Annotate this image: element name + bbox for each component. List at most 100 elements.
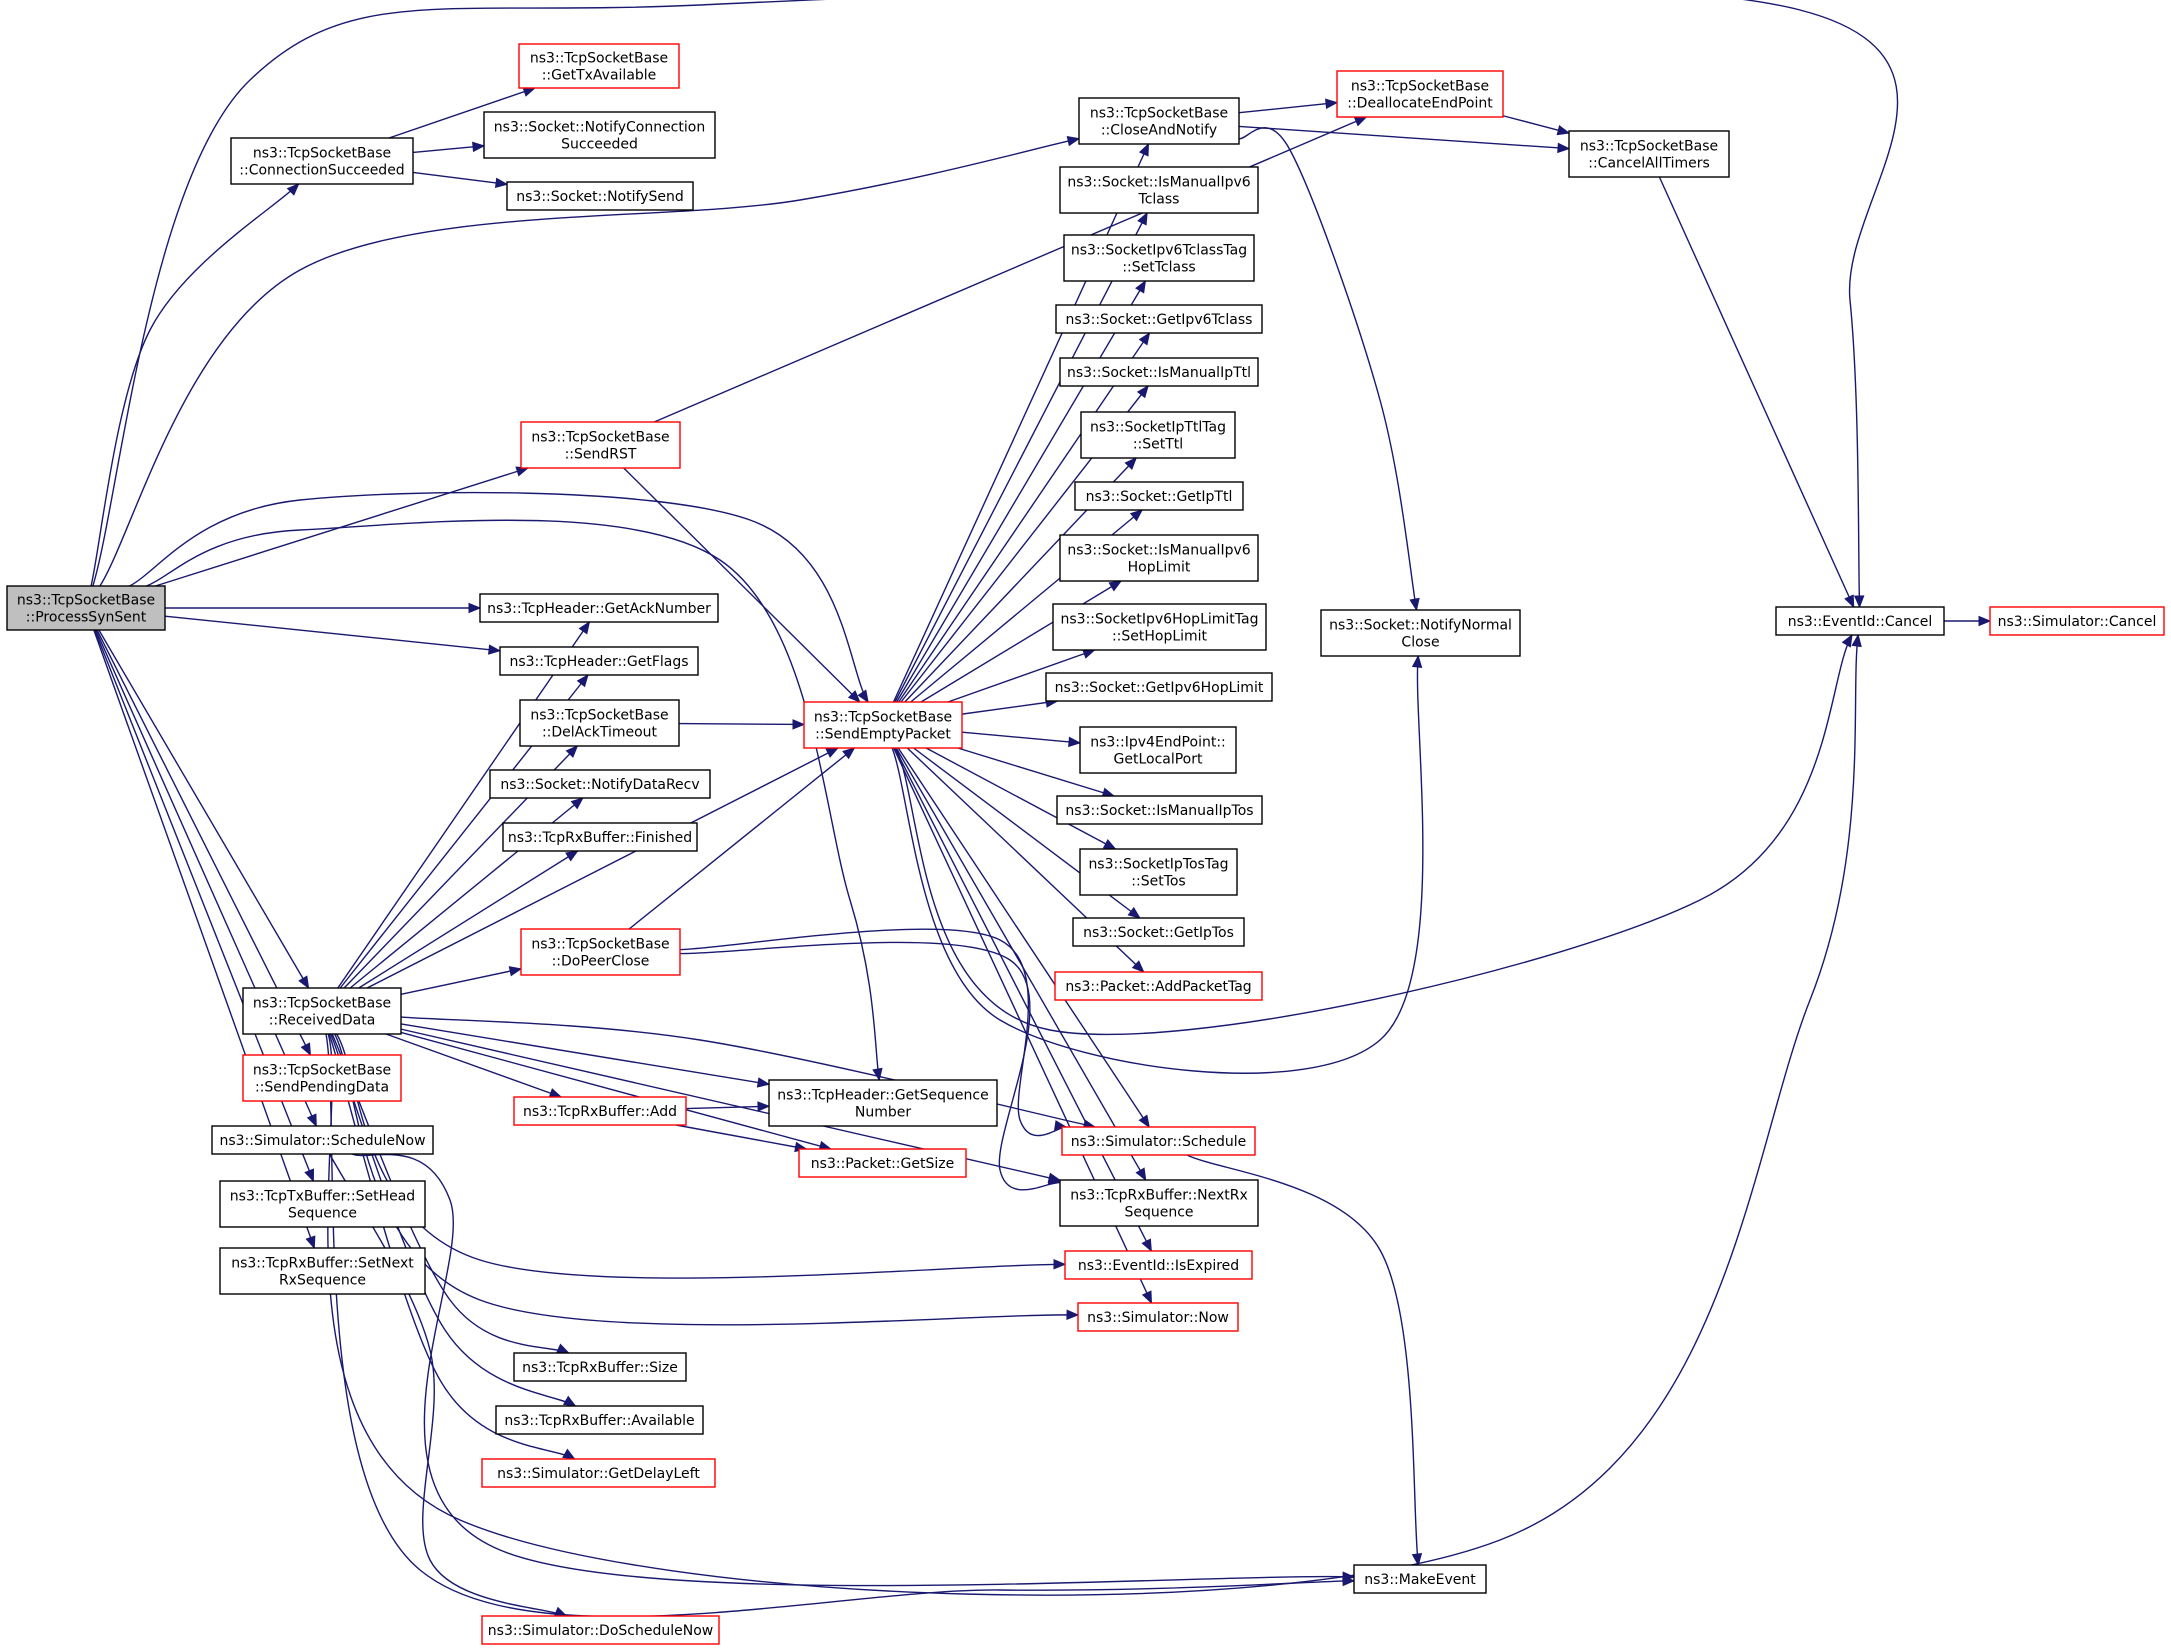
arrowhead-icon	[1068, 736, 1082, 748]
node-get-ip-tos[interactable]: ns3::Socket::GetIpTos	[1072, 917, 1245, 947]
arrowhead-icon	[1556, 125, 1571, 136]
arrowhead-icon	[825, 747, 840, 758]
node-del-ack-timeout[interactable]: ns3::TcpSocketBase::DelAckTimeout	[519, 699, 680, 747]
node-box	[506, 181, 694, 211]
arrowhead-icon	[847, 690, 861, 703]
node-box	[1074, 481, 1244, 511]
node-connection-succeeded[interactable]: ns3::TcpSocketBase::ConnectionSucceeded	[230, 137, 414, 185]
node-sim-now[interactable]: ns3::Simulator::Now	[1077, 1302, 1239, 1332]
node-box	[495, 1405, 704, 1435]
node-box	[1079, 726, 1237, 774]
node-label-line: ns3::TcpSocketBase	[531, 430, 669, 446]
node-event-id-cancel[interactable]: ns3::EventId::Cancel	[1775, 606, 1945, 636]
node-do-peer-close[interactable]: ns3::TcpSocketBase::DoPeerClose	[520, 928, 681, 976]
node-add-packet-tag[interactable]: ns3::Packet::AddPacketTag	[1054, 971, 1263, 1001]
node-is-expired[interactable]: ns3::EventId::IsExpired	[1064, 1250, 1253, 1280]
node-label-line: ns3::TcpRxBuffer::SetNext	[231, 1256, 414, 1272]
node-received-data[interactable]: ns3::TcpSocketBase::ReceivedData	[242, 987, 402, 1035]
node-label-line: HopLimit	[1128, 560, 1191, 576]
node-notify-send[interactable]: ns3::Socket::NotifySend	[506, 181, 694, 211]
node-send-rst[interactable]: ns3::TcpSocketBase::SendRST	[520, 421, 681, 469]
node-label-line: ns3::Simulator::DoScheduleNow	[488, 1623, 713, 1639]
node-do-schedule-now[interactable]: ns3::Simulator::DoScheduleNow	[481, 1615, 720, 1645]
node-box	[1063, 234, 1255, 282]
node-sim-schedule[interactable]: ns3::Simulator::Schedule	[1061, 1126, 1256, 1156]
node-label-line: ns3::Socket::IsManualIpTtl	[1067, 365, 1251, 381]
arrowhead-icon	[1066, 135, 1081, 147]
node-notify-data-recv[interactable]: ns3::Socket::NotifyDataRecv	[489, 769, 711, 799]
node-label-line: ns3::TcpSocketBase	[530, 51, 668, 67]
node-packet-get-size[interactable]: ns3::Packet::GetSize	[798, 1148, 967, 1178]
edge-received-data-to-rx-finished	[358, 850, 579, 989]
node-is-manual-ip-tos[interactable]: ns3::Socket::IsManualIpTos	[1056, 795, 1263, 825]
edge-process-syn-sent-to-received-data	[98, 629, 310, 989]
node-box	[1059, 166, 1259, 214]
node-box	[1059, 357, 1259, 387]
node-label-line: RxSequence	[279, 1273, 366, 1289]
node-rx-available[interactable]: ns3::TcpRxBuffer::Available	[495, 1405, 704, 1435]
node-get-ip-ttl[interactable]: ns3::Socket::GetIpTtl	[1074, 481, 1244, 511]
node-box	[1077, 1302, 1239, 1332]
arrowhead-icon	[565, 745, 579, 758]
node-label-line: ns3::Packet::GetSize	[811, 1156, 954, 1172]
node-schedule-now[interactable]: ns3::Simulator::ScheduleNow	[211, 1125, 434, 1155]
edge-received-data-to-packet-get-size	[400, 1031, 832, 1150]
node-get-flags[interactable]: ns3::TcpHeader::GetFlags	[499, 646, 699, 676]
node-box	[242, 987, 402, 1035]
arrowhead-icon	[1136, 384, 1149, 399]
edge-process-syn-sent-to-get-sequence-number	[146, 519, 880, 1081]
node-sim-cancel[interactable]: ns3::Simulator::Cancel	[1989, 606, 2165, 636]
node-set-tclass[interactable]: ns3::SocketIpv6TclassTag::SetTclass	[1063, 234, 1255, 282]
node-label-line: Number	[855, 1105, 911, 1121]
node-send-empty-packet[interactable]: ns3::TcpSocketBase::SendEmptyPacket	[803, 701, 963, 749]
node-label-line: ns3::Socket::GetIpTtl	[1086, 489, 1233, 505]
node-get-tx-available[interactable]: ns3::TcpSocketBase::GetTxAvailable	[518, 43, 680, 89]
node-label-line: ::SendEmptyPacket	[815, 727, 951, 743]
node-deallocate-end-point[interactable]: ns3::TcpSocketBase::DeallocateEndPoint	[1336, 70, 1504, 118]
node-set-tos[interactable]: ns3::SocketIpTosTag::SetTos	[1079, 848, 1238, 896]
arrowhead-icon	[1978, 615, 1992, 627]
node-get-ack-number[interactable]: ns3::TcpHeader::GetAckNumber	[479, 593, 719, 623]
node-is-manual-ip-ttl[interactable]: ns3::Socket::IsManualIpTtl	[1059, 357, 1259, 387]
node-label-line: ns3::TcpRxBuffer::NextRx	[1070, 1188, 1248, 1204]
node-close-and-notify[interactable]: ns3::TcpSocketBase::CloseAndNotify	[1078, 97, 1240, 145]
edge-send-empty-packet-to-next-rx-sequence	[895, 747, 1147, 1181]
node-make-event[interactable]: ns3::MakeEvent	[1353, 1564, 1487, 1594]
node-label-line: ::CancelAllTimers	[1588, 156, 1710, 172]
node-get-ipv6-hop-limit[interactable]: ns3::Socket::GetIpv6HopLimit	[1045, 672, 1273, 702]
edges	[90, 0, 1992, 1618]
node-box	[1059, 1179, 1259, 1227]
node-box	[1080, 411, 1236, 459]
node-cancel-all-timers[interactable]: ns3::TcpSocketBase::CancelAllTimers	[1568, 130, 1730, 178]
node-get-ipv6-tclass[interactable]: ns3::Socket::GetIpv6Tclass	[1055, 304, 1263, 334]
node-label-line: ::GetTxAvailable	[542, 68, 657, 84]
node-box	[1064, 1250, 1253, 1280]
node-send-pending-data[interactable]: ns3::TcpSocketBase::SendPendingData	[242, 1054, 402, 1102]
node-set-hop-limit[interactable]: ns3::SocketIpv6HopLimitTag::SetHopLimit	[1052, 603, 1267, 651]
node-label-line: GetLocalPort	[1114, 752, 1204, 768]
node-label-line: ns3::TcpHeader::GetSequence	[777, 1088, 988, 1104]
node-set-ttl[interactable]: ns3::SocketIpTtlTag::SetTtl	[1080, 411, 1236, 459]
node-rx-add[interactable]: ns3::TcpRxBuffer::Add	[513, 1096, 687, 1126]
node-get-local-port[interactable]: ns3::Ipv4EndPoint::GetLocalPort	[1079, 726, 1237, 774]
node-label-line: ::DeallocateEndPoint	[1347, 96, 1493, 112]
edge-connection-succeeded-to-notify-send	[412, 171, 508, 185]
node-box	[1056, 795, 1263, 825]
nodes: ns3::TcpSocketBase::ProcessSynSentns3::T…	[6, 43, 2165, 1645]
arrowhead-icon	[556, 1343, 570, 1354]
arrowhead-icon	[1135, 1167, 1147, 1182]
node-get-delay-left[interactable]: ns3::Simulator::GetDelayLeft	[481, 1458, 716, 1488]
arrowhead-icon	[565, 850, 579, 862]
node-rx-finished[interactable]: ns3::TcpRxBuffer::Finished	[502, 822, 698, 852]
edge-process-syn-sent-to-event-id-cancel	[92, 0, 1899, 608]
node-rx-size[interactable]: ns3::TcpRxBuffer::Size	[513, 1352, 687, 1382]
